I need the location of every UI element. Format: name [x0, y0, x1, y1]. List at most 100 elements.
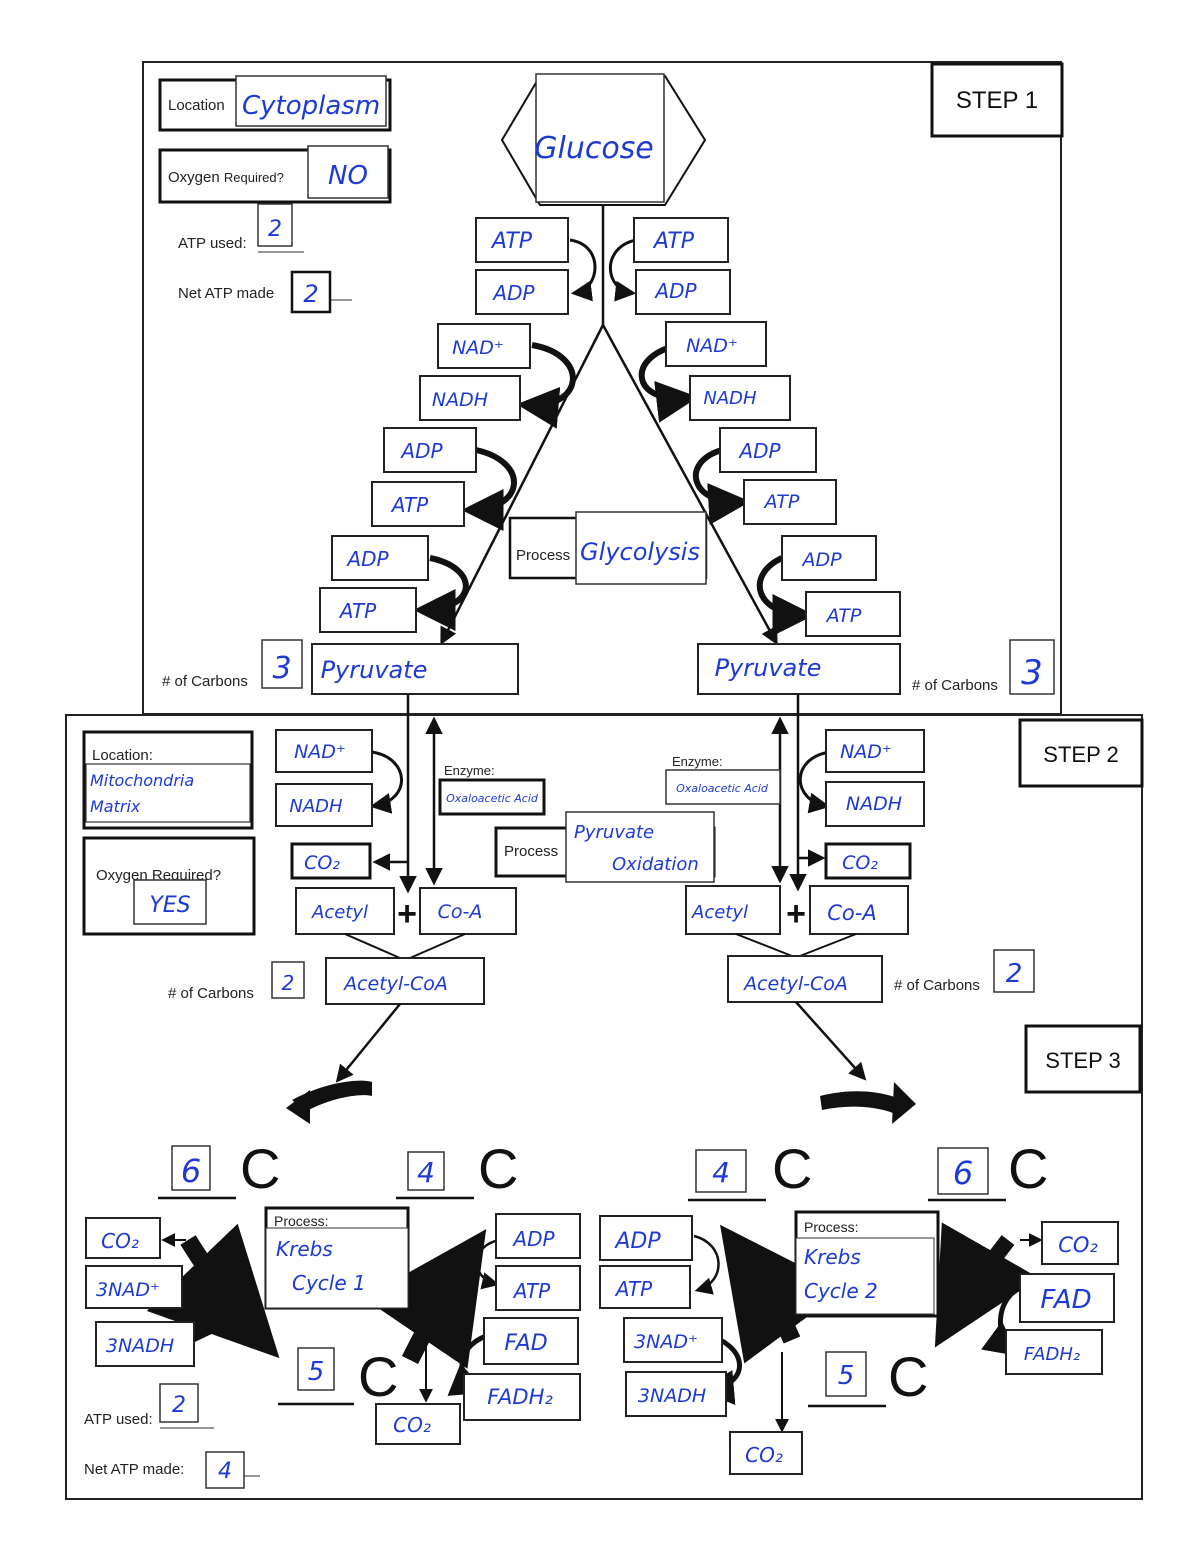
step2-label: STEP 2 — [1043, 742, 1118, 767]
molecule-box — [689, 375, 791, 421]
molecule-label: NAD⁺ — [452, 337, 504, 359]
step3-atp-used-box — [159, 1383, 199, 1423]
carbons-left-box — [261, 639, 303, 689]
molecule-label: ADP — [491, 281, 535, 305]
krebs1-nadh-box — [95, 1321, 195, 1367]
five-left: 5 — [308, 1357, 325, 1387]
step2-carbons-right-label: # of Carbons — [894, 977, 980, 994]
molecule-label: ADP — [345, 547, 389, 571]
step3-label: STEP 3 — [1045, 1048, 1120, 1073]
nadh-right-box — [825, 781, 925, 827]
net-atp-value: 2 — [303, 280, 318, 308]
pyruvate-left-box — [311, 643, 519, 695]
acetyl-coa-left: Acetyl-CoA — [342, 973, 448, 995]
carbons-left-value: 3 — [272, 651, 291, 686]
co2-right-box — [824, 842, 912, 880]
krebs2-co2: CO₂ — [1058, 1233, 1098, 1257]
acetyl-right: Acetyl — [691, 902, 748, 923]
carbon-counts: 6 C 4 C 4 C 6 C 5 C 5 C — [158, 1137, 1048, 1408]
step2-process-value-box — [565, 811, 715, 883]
krebs2-adp-box — [599, 1215, 693, 1261]
pyruvate-right-box — [697, 643, 901, 695]
plus-left: + — [397, 895, 417, 933]
six-left: 6 — [181, 1152, 201, 1190]
molecule-box — [383, 427, 477, 473]
molecule-box — [371, 481, 465, 527]
krebs1-adp: ADP — [511, 1227, 555, 1251]
nadh-right: NADH — [846, 793, 902, 815]
molecule-label: ADP — [800, 549, 842, 571]
step2-carbons-right-value: 2 — [1006, 959, 1023, 989]
co2-left-box — [290, 842, 372, 880]
nadh-left-box — [275, 783, 373, 827]
krebs1-co2-out-box — [375, 1403, 461, 1445]
molecule-box — [635, 269, 731, 315]
krebs1-nad-box — [85, 1265, 183, 1309]
step3-label-box — [1024, 1024, 1142, 1094]
step1-label: STEP 1 — [956, 87, 1038, 114]
step2-process-value-2: Oxidation — [612, 854, 699, 875]
net-atp-label: Net ATP made — [178, 285, 274, 302]
step1-right-molecules: ATP ADP NAD⁺ NADH ADP ATP ADP ATP — [633, 217, 901, 637]
krebs2-atp-box — [599, 1265, 691, 1309]
carbons-right-box — [1009, 639, 1055, 695]
atp-used-label: ATP used: — [178, 235, 247, 252]
molecule-label: NAD⁺ — [686, 335, 738, 357]
acetyl-left-box — [295, 887, 395, 935]
step3-net-atp-value: 4 — [218, 1459, 232, 1484]
location-value: Cytoplasm — [242, 91, 380, 121]
krebs1-fad-box — [483, 1317, 579, 1365]
krebs2-co2-out-box — [729, 1431, 803, 1475]
krebs1-nad: 3NAD⁺ — [96, 1279, 160, 1301]
molecule-box — [805, 591, 901, 637]
enzyme-left-box — [438, 778, 546, 816]
pyruvate-right: Pyruvate — [715, 654, 822, 682]
molecule-box — [743, 479, 837, 525]
krebs1-fadh: FADH₂ — [487, 1385, 553, 1409]
molecule-label: ATP — [825, 605, 862, 627]
molecule-box — [475, 217, 569, 263]
step2-location-label: Location: — [92, 747, 153, 764]
carbons-left-label: # of Carbons — [162, 673, 248, 690]
enzyme-left-label: Enzyme: — [444, 763, 495, 778]
krebs2-process-value-1: Krebs — [804, 1245, 861, 1269]
molecule-box — [437, 323, 531, 369]
krebs2-nadh: 3NADH — [638, 1385, 706, 1407]
acetyl-left: Acetyl — [311, 902, 368, 923]
coa-left: Co-A — [438, 901, 483, 923]
step3-net-atp-label: Net ATP made: — [84, 1461, 184, 1478]
krebs1-fad: FAD — [504, 1331, 547, 1356]
plus-right: + — [786, 895, 806, 933]
nad-right-box — [825, 729, 925, 773]
krebs1-nadh: 3NADH — [106, 1335, 174, 1357]
step2-carbons-left-label: # of Carbons — [168, 985, 254, 1002]
krebs1-co2-box — [85, 1217, 161, 1259]
molecule-box — [633, 217, 729, 263]
molecule-label: ADP — [653, 279, 697, 303]
process-label: Process — [516, 547, 570, 564]
enzyme-right-label: Enzyme: — [672, 754, 723, 769]
step3-atp-used-value: 2 — [172, 1393, 186, 1418]
krebs1-process-value-2: Cycle 1 — [292, 1271, 366, 1295]
process-value: Glycolysis — [580, 538, 700, 566]
coa-right-box — [809, 885, 909, 935]
krebs2-nadh-box — [625, 1371, 727, 1417]
krebs2-fadh-box — [1005, 1329, 1103, 1375]
location-label: Location — [168, 97, 225, 114]
krebs1-atp: ATP — [512, 1279, 551, 1303]
six-right: 6 — [953, 1154, 973, 1192]
enzyme-right: Oxaloacetic Acid — [676, 782, 769, 795]
molecule-label: ADP — [737, 439, 781, 463]
oxygen-value: NO — [328, 161, 368, 191]
glucose-box — [535, 73, 665, 203]
krebs2-process-label: Process: — [804, 1219, 858, 1235]
krebs2-atp: ATP — [614, 1277, 653, 1301]
molecule-box — [331, 535, 429, 581]
krebs1-co2-out: CO₂ — [393, 1413, 431, 1437]
c-four-right: C — [772, 1137, 812, 1200]
step2-process-label: Process — [504, 843, 558, 860]
oxygen-label: Oxygen Required? — [168, 169, 284, 186]
step2-location-value-2: Matrix — [90, 797, 141, 816]
carbons-right-label: # of Carbons — [912, 677, 998, 694]
four-left: 4 — [417, 1156, 435, 1189]
